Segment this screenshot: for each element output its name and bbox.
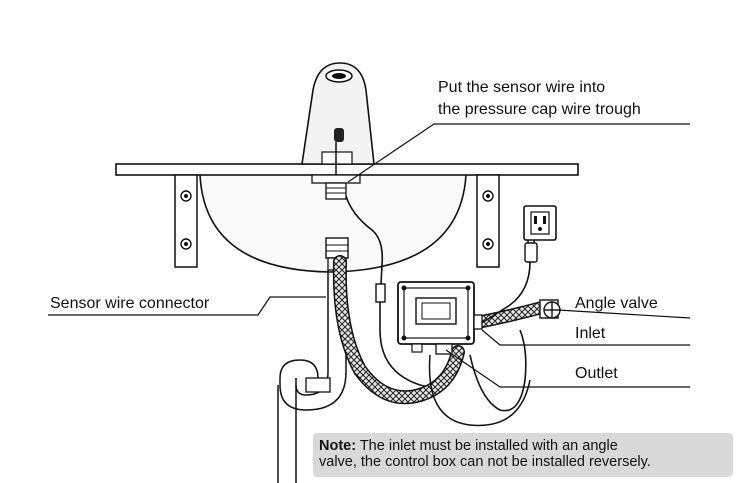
wall-socket (523, 205, 557, 241)
label-sensor-wire-trough-line2: the pressure cap wire trough (438, 101, 641, 118)
note-line2: valve, the control box can not be instal… (319, 454, 651, 470)
leader-lines (48, 123, 690, 388)
sensor-wire (345, 195, 384, 285)
angle-valve (539, 299, 691, 319)
power-plug (524, 242, 538, 263)
note-prefix: Note: (319, 438, 357, 454)
countertop (115, 163, 579, 176)
sensor-wire-connector (375, 283, 386, 303)
sensor-faucet (301, 62, 375, 165)
right-bracket (476, 174, 500, 268)
note-line1: The inlet must be installed with an angl… (356, 438, 618, 454)
label-angle-valve: Angle valve (575, 295, 658, 312)
control-box (397, 281, 483, 355)
installation-note: Note: The inlet must be installed with a… (313, 433, 733, 477)
label-sensor-wire-trough-line1: Put the sensor wire into (438, 79, 606, 96)
faucet-shank (311, 142, 361, 200)
basin-bowl (199, 174, 467, 273)
drain-pipe (277, 237, 349, 483)
label-sensor-wire-connector: Sensor wire connector (50, 295, 210, 312)
left-bracket (174, 174, 198, 268)
label-inlet: Inlet (575, 325, 606, 342)
label-outlet: Outlet (575, 365, 618, 382)
